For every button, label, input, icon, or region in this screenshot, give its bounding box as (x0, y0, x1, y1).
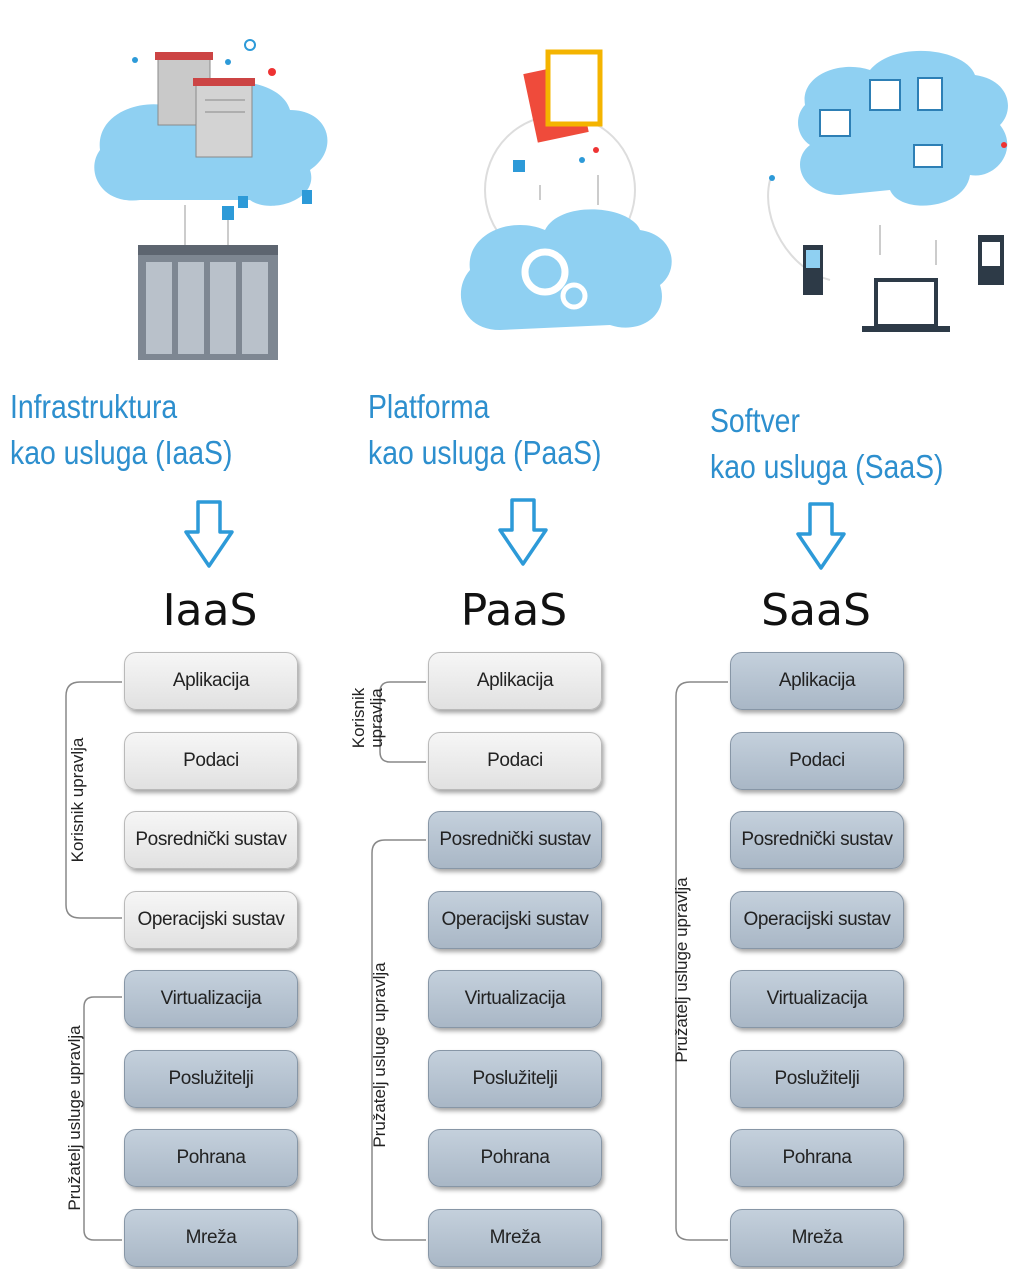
layer-box: Mreža (730, 1209, 904, 1267)
layer-box: Podaci (124, 732, 298, 790)
iaas-cloud-illustration (94, 39, 328, 360)
layer-box: Operacijski sustav (428, 891, 602, 949)
paas-title-line2: kao usluga (PaaS) (368, 434, 602, 471)
layer-box: Aplikacija (730, 652, 904, 710)
paas-provider-bracket-label: Pružatelj usluge upravlja (370, 962, 389, 1148)
layer-box: Podaci (730, 732, 904, 790)
paas-user-bracket-label: Korisnik upravlja (349, 678, 386, 758)
layer-box: Virtualizacija (428, 970, 602, 1028)
layer-box: Aplikacija (124, 652, 298, 710)
saas-provider-bracket-label: Pružatelj usluge upravlja (672, 877, 691, 1063)
layer-box: Pohrana (730, 1129, 904, 1187)
layer-box: Posrednički sustav (730, 811, 904, 869)
down-arrow-icon (184, 500, 234, 568)
down-arrow-icon (796, 502, 846, 570)
layer-box: Virtualizacija (124, 970, 298, 1028)
iaas-title: Infrastruktura kao usluga (IaaS) (10, 384, 232, 476)
iaas-provider-bracket-label: Pružatelj usluge upravlja (65, 1025, 84, 1211)
layer-box: Operacijski sustav (730, 891, 904, 949)
layer-box: Posrednički sustav (428, 811, 602, 869)
paas-user-bracket-label-line2: upravlja (367, 688, 386, 748)
layer-box: Poslužitelji (124, 1050, 298, 1108)
saas-heading: SaaS (761, 585, 871, 636)
iaas-user-bracket-label: Korisnik upravlja (68, 737, 87, 863)
layer-box: Poslužitelji (428, 1050, 602, 1108)
layer-box: Aplikacija (428, 652, 602, 710)
paas-cloud-illustration (460, 49, 672, 330)
iaas-heading: IaaS (162, 585, 258, 636)
iaas-title-line2: kao usluga (IaaS) (10, 434, 233, 471)
paas-title: Platforma kao usluga (PaaS) (368, 384, 601, 476)
layer-box: Operacijski sustav (124, 891, 298, 949)
layer-box: Mreža (124, 1209, 298, 1267)
saas-title: Softver kao usluga (SaaS) (710, 398, 943, 490)
layer-box: Posrednički sustav (124, 811, 298, 869)
saas-title-line2: kao usluga (SaaS) (710, 448, 944, 485)
down-arrow-icon (498, 498, 548, 566)
layer-box: Virtualizacija (730, 970, 904, 1028)
brackets (65, 681, 728, 1241)
saas-cloud-illustration (767, 50, 1008, 332)
layer-box: Podaci (428, 732, 602, 790)
layer-box: Pohrana (428, 1129, 602, 1187)
paas-user-bracket-label-line1: Korisnik (349, 687, 368, 749)
paas-heading: PaaS (460, 585, 568, 636)
layer-box: Mreža (428, 1209, 602, 1267)
layer-box: Poslužitelji (730, 1050, 904, 1108)
iaas-title-line1: Infrastruktura (10, 388, 178, 425)
paas-title-line1: Platforma (368, 388, 490, 425)
layer-box: Pohrana (124, 1129, 298, 1187)
saas-title-line1: Softver (710, 402, 800, 439)
